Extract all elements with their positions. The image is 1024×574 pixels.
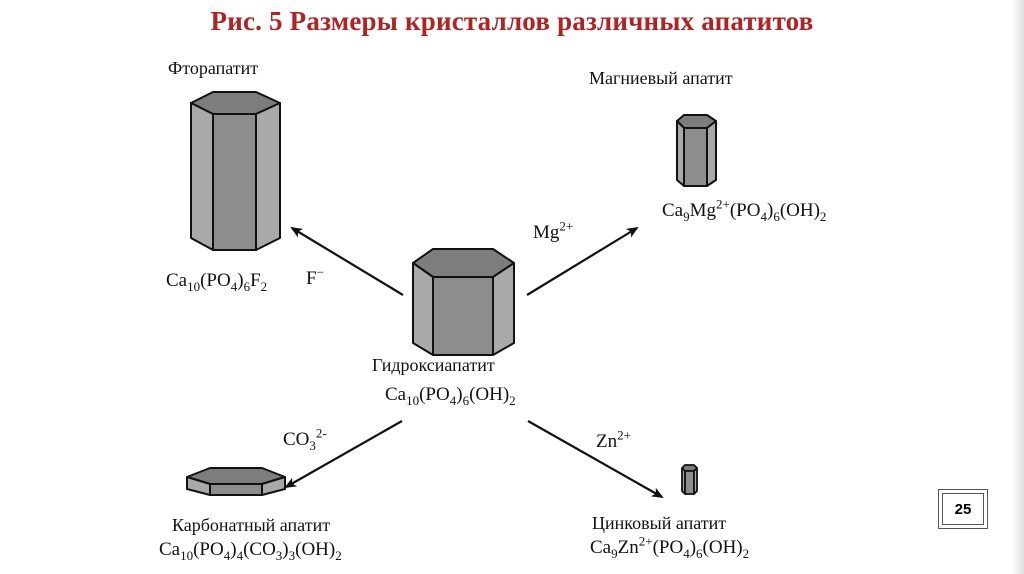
ion-zinc: Zn2+	[596, 427, 631, 452]
fluorapatite-crystal	[190, 91, 281, 251]
fluorapatite-label: Фторапатит	[168, 58, 259, 78]
carbonate-apatite-crystal	[186, 467, 286, 496]
ion-magnesium: Mg2+	[533, 218, 574, 243]
magnesium-apatite-formula: Ca9Mg2+(PO4)6(OH)2	[662, 196, 827, 224]
arrow-to-fluorapatite	[290, 226, 404, 296]
figure-title: Рис. 5 Размеры кристаллов различных апат…	[210, 6, 814, 36]
page-number: 25	[954, 500, 972, 518]
hydroxyapatite-formula: Ca10(PO4)6(OH)2	[385, 384, 516, 408]
page-number-badge: 25	[938, 489, 988, 529]
zinc-apatite-formula: Ca9Zn2+(PO4)6(OH)2	[590, 533, 750, 561]
arrow-to-magnesium-apatite	[526, 226, 639, 296]
arrow-to-carbonate-apatite	[284, 420, 403, 488]
ion-fluoride: F−	[306, 264, 324, 289]
fluorapatite-formula: Ca10(PO4)6F2	[166, 270, 268, 294]
carbonate-apatite-formula: Ca10(PO4)4(CO3)3(OH)2	[159, 539, 342, 563]
zinc-apatite-crystal	[681, 464, 698, 495]
magnesium-apatite-crystal	[676, 114, 717, 187]
carbonate-apatite-label: Карбонатный апатит	[172, 515, 331, 535]
zinc-apatite-label: Цинковый апатит	[592, 513, 727, 533]
ion-carbonate: CO32-	[283, 425, 327, 453]
magnesium-apatite-label: Магниевый апатит	[589, 68, 733, 88]
hydroxyapatite-label: Гидроксиапатит	[372, 355, 495, 375]
slide-edge-shadow	[1010, 0, 1024, 574]
arrow-to-zinc-apatite	[527, 420, 664, 498]
hydroxyapatite-crystal	[412, 248, 515, 356]
